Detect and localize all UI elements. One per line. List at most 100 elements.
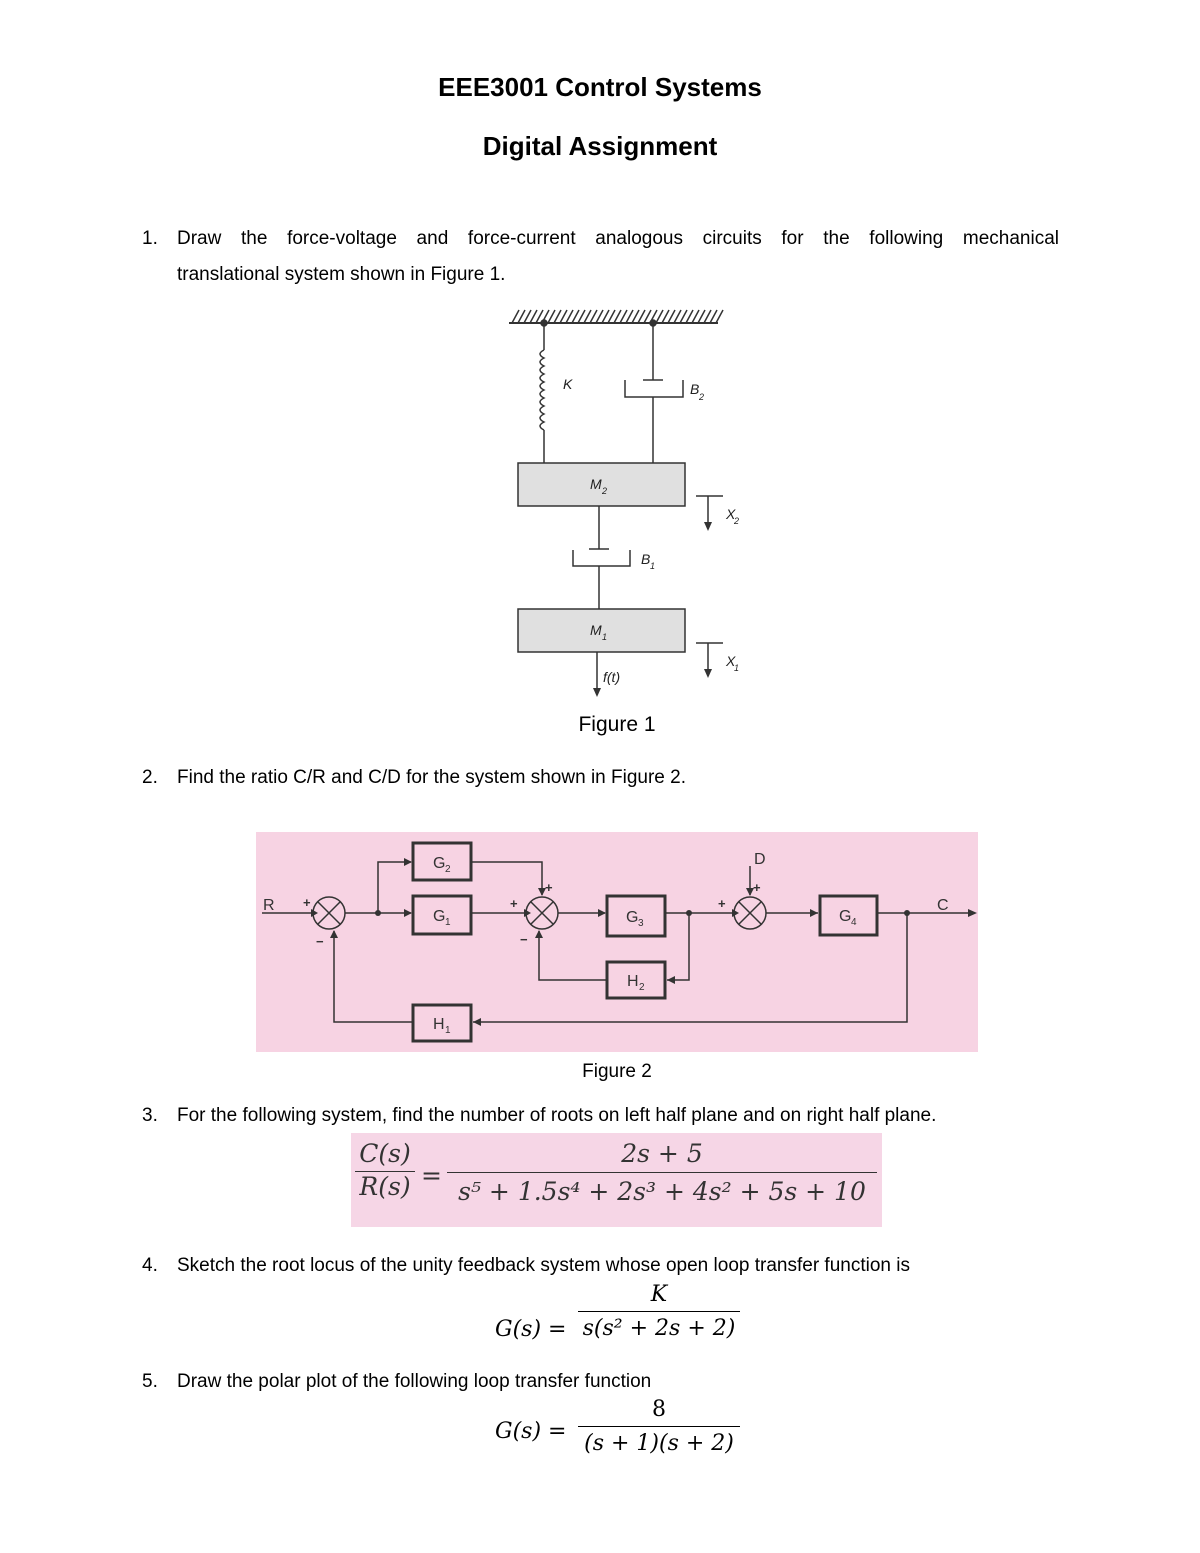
eq3-lhs: C(s) R(s): [355, 1139, 415, 1201]
question-5-number: 5.: [142, 1371, 158, 1392]
ground-hatch: [691, 309, 700, 324]
block-g3-label: G: [626, 909, 638, 926]
eq3-equals: =: [421, 1161, 442, 1190]
disp-x2-sub: 2: [733, 516, 739, 526]
ground-hatch: [631, 309, 640, 324]
ground-hatch: [607, 309, 616, 324]
ground-hatch: [571, 309, 580, 324]
eq4-numerator: K: [650, 1282, 668, 1307]
ground-hatch: [679, 309, 688, 324]
ground-hatch: [511, 309, 520, 324]
ground-hatch: [565, 309, 574, 324]
spring-label: K: [563, 376, 573, 392]
ground-hatch: [655, 309, 664, 324]
question-1-number: 1.: [142, 228, 158, 249]
document-title: EEE3001 Control Systems: [438, 72, 762, 102]
ground-hatch: [613, 309, 622, 324]
ground-hatch: [535, 309, 544, 324]
sign-plus: +: [303, 895, 311, 910]
question-3-text: For the following system, find the numbe…: [177, 1105, 937, 1126]
ground-hatch: [625, 309, 634, 324]
input-r-label: R: [263, 897, 275, 914]
equation-3: C(s) R(s) = 2s + 5 s⁵ + 1.5s⁴ + 2s³ + 4s…: [351, 1133, 882, 1227]
force-label: f(t): [603, 669, 620, 685]
question-1-text-line1: Draw the force-voltage and force-current…: [177, 228, 1059, 249]
sign-plus: +: [510, 896, 518, 911]
question-2-text: Find the ratio C/R and C/D for the syste…: [177, 767, 686, 788]
ground-hatch: [637, 309, 646, 324]
ground-hatch: [553, 309, 562, 324]
spring-icon: [539, 349, 546, 431]
ground-hatch: [715, 309, 724, 324]
ground-hatch: [583, 309, 592, 324]
ground-hatch: [523, 309, 532, 324]
output-c-label: C: [937, 897, 949, 914]
block-h2-label: H: [627, 973, 639, 990]
mass-m1-sub: 1: [602, 632, 607, 642]
eq4-fraction: K s(s² + 2s + 2): [578, 1282, 740, 1341]
disp-x1-sub: 1: [734, 663, 739, 673]
disturbance-d-label: D: [754, 851, 766, 868]
damper-b1-sub: 1: [650, 561, 655, 571]
question-1-text-line2: translational system shown in Figure 1.: [177, 264, 506, 285]
block-g1-sub: 1: [445, 917, 451, 928]
eq3-rhs: 2s + 5 s⁵ + 1.5s⁴ + 2s³ + 4s² + 5s + 10: [447, 1139, 877, 1206]
sign-plus: +: [545, 880, 553, 895]
block-g2-label: G: [433, 855, 445, 872]
damper-b1-label: B: [641, 551, 650, 567]
ground-hatch: [709, 309, 718, 324]
ground-hatch: [559, 309, 568, 324]
ground-hatch: [673, 309, 682, 324]
question-4-text: Sketch the root locus of the unity feedb…: [177, 1255, 910, 1276]
eq5-fraction: 8 (s + 1)(s + 2): [578, 1397, 740, 1456]
mass-m2-label: M: [590, 476, 602, 492]
mass-m1-label: M: [590, 622, 602, 638]
block-g4-label: G: [839, 908, 851, 925]
block-h1-sub: 1: [445, 1025, 451, 1036]
block-g3-sub: 3: [638, 918, 644, 929]
eq3-denominator: s⁵ + 1.5s⁴ + 2s³ + 4s² + 5s + 10: [447, 1172, 877, 1206]
document-subtitle: Digital Assignment: [482, 131, 718, 161]
question-2-number: 2.: [142, 767, 158, 788]
ground-hatch: [595, 309, 604, 324]
eq4-lhs: G(s) =: [495, 1317, 567, 1342]
eq5-numerator: 8: [652, 1397, 666, 1422]
figure-1-caption: Figure 1: [578, 713, 656, 736]
ground-hatch: [601, 309, 610, 324]
eq5-lhs: G(s) =: [495, 1419, 567, 1444]
block-h1-label: H: [433, 1016, 445, 1033]
question-3-number: 3.: [142, 1105, 158, 1126]
ground-hatch: [661, 309, 670, 324]
damper-b2-label: B: [690, 381, 699, 397]
eq5-denominator: (s + 1)(s + 2): [578, 1426, 740, 1456]
eq3-numerator: 2s + 5: [621, 1139, 703, 1168]
ground-hatch: [685, 309, 694, 324]
block-g4-sub: 4: [851, 917, 857, 928]
sign-minus: −: [316, 934, 324, 949]
disp-x2-label: X: [725, 506, 736, 522]
block-h2-sub: 2: [639, 982, 645, 993]
question-5-text: Draw the polar plot of the following loo…: [177, 1371, 652, 1392]
sign-plus: +: [753, 880, 761, 895]
figure-2-caption: Figure 2: [582, 1061, 652, 1082]
ground-hatch: [589, 309, 598, 324]
question-4-number: 4.: [142, 1255, 158, 1276]
ground-hatch: [643, 309, 652, 324]
ground-hatch: [529, 309, 538, 324]
sign-plus: +: [718, 896, 726, 911]
ground-hatch: [577, 309, 586, 324]
eq4-denominator: s(s² + 2s + 2): [578, 1311, 740, 1341]
damper-b2-sub: 2: [698, 392, 704, 402]
eq3-lhs-num: C(s): [359, 1139, 411, 1168]
eq3-lhs-den: R(s): [355, 1171, 415, 1201]
block-g2-sub: 2: [445, 864, 451, 875]
disp-x1-label: X: [725, 653, 736, 669]
ground-hatch: [619, 309, 628, 324]
ground-hatch: [703, 309, 712, 324]
mass-m2-sub: 2: [601, 486, 607, 496]
ground-hatch: [517, 309, 526, 324]
ground-hatch: [667, 309, 676, 324]
